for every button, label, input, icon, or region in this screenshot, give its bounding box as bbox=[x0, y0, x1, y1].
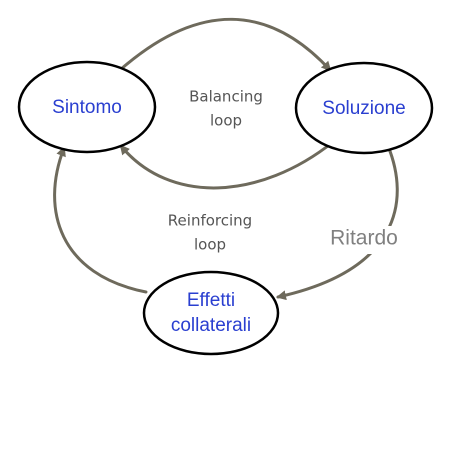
reinforcing-loop-label-line2: loop bbox=[194, 236, 226, 254]
link-effetti-to-sintomo bbox=[53, 146, 148, 294]
node-effetti-collaterali: Effetti collaterali bbox=[142, 270, 280, 356]
node-soluzione: Soluzione bbox=[294, 61, 434, 155]
balancing-loop-label-line2: loop bbox=[210, 112, 242, 130]
node-soluzione-ellipse bbox=[294, 61, 434, 155]
link-soluzione-to-effetti bbox=[276, 144, 399, 301]
balancing-loop-label-line1: Balancing bbox=[189, 88, 263, 106]
link-sintomo-to-soluzione bbox=[118, 17, 332, 72]
node-sintomo-label: Sintomo bbox=[52, 97, 122, 118]
link-soluzione-to-sintomo bbox=[119, 140, 335, 190]
delay-label-background bbox=[322, 226, 406, 254]
delay-label: Ritardo bbox=[330, 227, 398, 250]
node-sintomo-ellipse bbox=[17, 60, 157, 154]
reinforcing-loop-label-line1: Reinforcing bbox=[168, 212, 252, 230]
node-sintomo: Sintomo bbox=[17, 60, 157, 154]
node-effetti-label-line2: collaterali bbox=[171, 315, 251, 336]
node-soluzione-label: Soluzione bbox=[322, 98, 405, 119]
node-effetti-ellipse bbox=[142, 270, 280, 356]
node-effetti-label-line1: Effetti bbox=[187, 290, 235, 311]
